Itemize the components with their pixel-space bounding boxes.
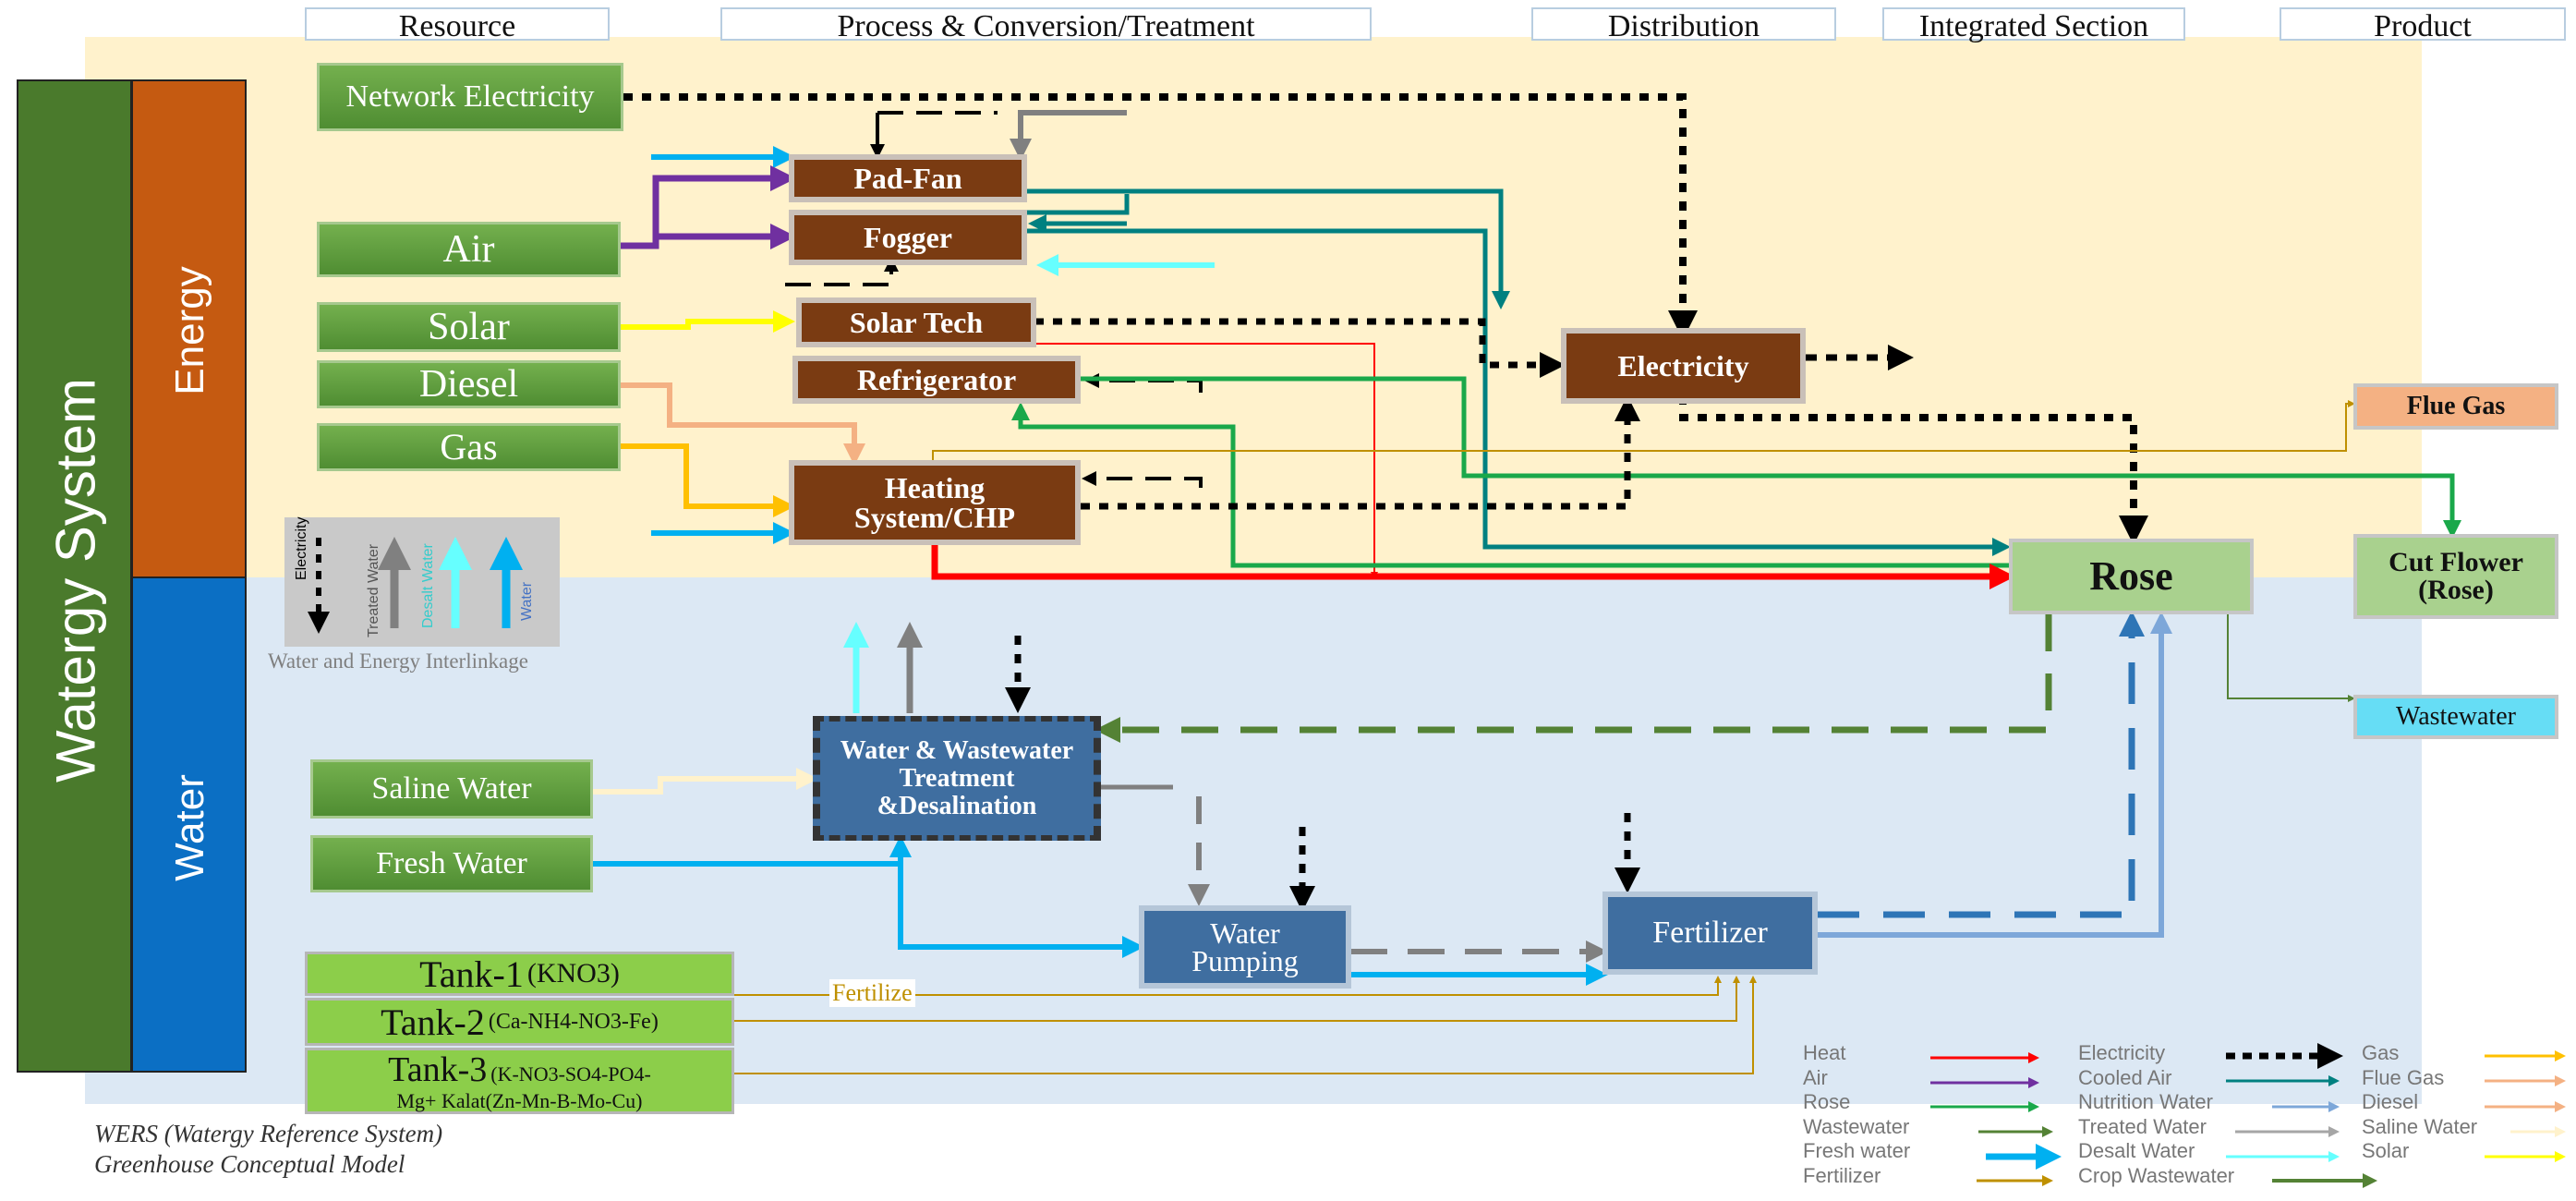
wastewater-box: Wastewater (2353, 695, 2558, 739)
caption-line-1: WERS (Watergy Reference System) (94, 1120, 443, 1147)
heating-system-box: Heating System/CHP (789, 460, 1081, 545)
legend-item: Treated Water (2078, 1114, 2207, 1138)
energy-bar: Energy (131, 79, 247, 578)
saline-water-box: Saline Water (310, 759, 593, 819)
fresh-water-box: Fresh Water (310, 835, 593, 892)
legend-item: Air (1803, 1065, 1828, 1089)
caption-line-2: Greenhouse Conceptual Model (94, 1150, 405, 1178)
tank-3: Tank-3 (K-NO3-SO4-PO4- Mg+ Kalat(Zn-Mn-B… (305, 1048, 734, 1114)
interlinkage-treated-label: Treated Water (366, 543, 381, 637)
tank-2: Tank-2 (Ca-NH4-NO3-Fe) (305, 998, 734, 1046)
legend-item: Fertilizer (1803, 1163, 1881, 1187)
legend-item: Desalt Water (2078, 1139, 2195, 1163)
interlinkage-caption: Water and Energy Interlinkage (268, 649, 528, 673)
interlinkage-water-label: Water (519, 581, 535, 621)
header-product: Product (2280, 7, 2566, 43)
pad-fan-box: Pad-Fan (789, 154, 1027, 202)
solar-tech-box: Solar Tech (796, 297, 1036, 347)
electricity-box: Electricity (1561, 328, 1806, 404)
legend-item: Fresh water (1803, 1139, 1911, 1163)
legend-item: Solar (2362, 1139, 2410, 1163)
legend-item: Wastewater (1803, 1114, 1910, 1138)
refrigerator-box: Refrigerator (792, 356, 1081, 404)
network-electricity-box: Network Electricity (317, 63, 623, 131)
tank-1-name: Tank-1 (419, 952, 524, 995)
legend-item: Diesel (2362, 1090, 2419, 1114)
legend-item: Heat (1803, 1041, 1846, 1064)
legend-item: Cooled Air (2078, 1065, 2172, 1089)
header-resource: Resource (305, 7, 610, 43)
fertilizer-box: Fertilizer (1602, 892, 1818, 975)
tank-2-name: Tank-2 (381, 1001, 485, 1043)
tank-3-formula: (K-NO3-SO4-PO4- (490, 1062, 651, 1086)
rose-box: Rose (2009, 539, 2254, 614)
legend-item: Rose (1803, 1090, 1851, 1114)
legend-item: Saline Water (2362, 1114, 2478, 1138)
fertilize-label: Fertilize (829, 979, 915, 1007)
cut-flower-box: Cut Flower (Rose) (2353, 534, 2558, 619)
header-integrated: Integrated Section (1882, 7, 2185, 43)
legend-item: Crop Wastewater (2078, 1163, 2235, 1187)
legend-col-3: Gas Flue Gas Diesel Saline Water Solar (2362, 1042, 2477, 1165)
tank-2-formula: (Ca-NH4-NO3-Fe) (488, 1009, 659, 1034)
diesel-box: Diesel (317, 360, 621, 408)
header-distribution: Distribution (1531, 7, 1836, 43)
tank-1-formula: (KNO3) (526, 958, 620, 989)
water-pumping-box: Water Pumping (1139, 905, 1351, 989)
treatment-box: Water & Wastewater Treatment &Desalinati… (813, 716, 1101, 841)
legend-item: Electricity (2078, 1041, 2166, 1064)
interlinkage-desalt-label: Desalt Water (420, 543, 436, 628)
legend-item: Gas (2362, 1041, 2400, 1064)
flue-gas-box: Flue Gas (2353, 383, 2558, 430)
tank-3-formula-cont: Mg+ Kalat(Zn-Mn-B-Mo-Cu) (396, 1089, 643, 1112)
interlinkage-electricity-label: Electricity (294, 516, 309, 580)
legend-item: Nutrition Water (2078, 1090, 2213, 1114)
header-process: Process & Conversion/Treatment (720, 7, 1372, 43)
legend-col-1: Heat Air Rose Wastewater Fresh water Fer… (1803, 1042, 1910, 1190)
water-bar: Water (131, 576, 247, 1073)
solar-box: Solar (317, 302, 621, 352)
fogger-box: Fogger (789, 210, 1027, 265)
legend-col-2: Electricity Cooled Air Nutrition Water T… (2078, 1042, 2234, 1190)
tank-3-name: Tank-3 (388, 1050, 488, 1089)
gas-box: Gas (317, 423, 621, 471)
air-box: Air (317, 222, 621, 277)
legend-item: Flue Gas (2362, 1065, 2445, 1089)
legend: Heat Air Rose Wastewater Fresh water Fer… (1803, 1042, 2570, 1199)
tank-1: Tank-1 (KNO3) (305, 952, 734, 996)
watergy-system-bar: Watergy System (17, 79, 132, 1073)
